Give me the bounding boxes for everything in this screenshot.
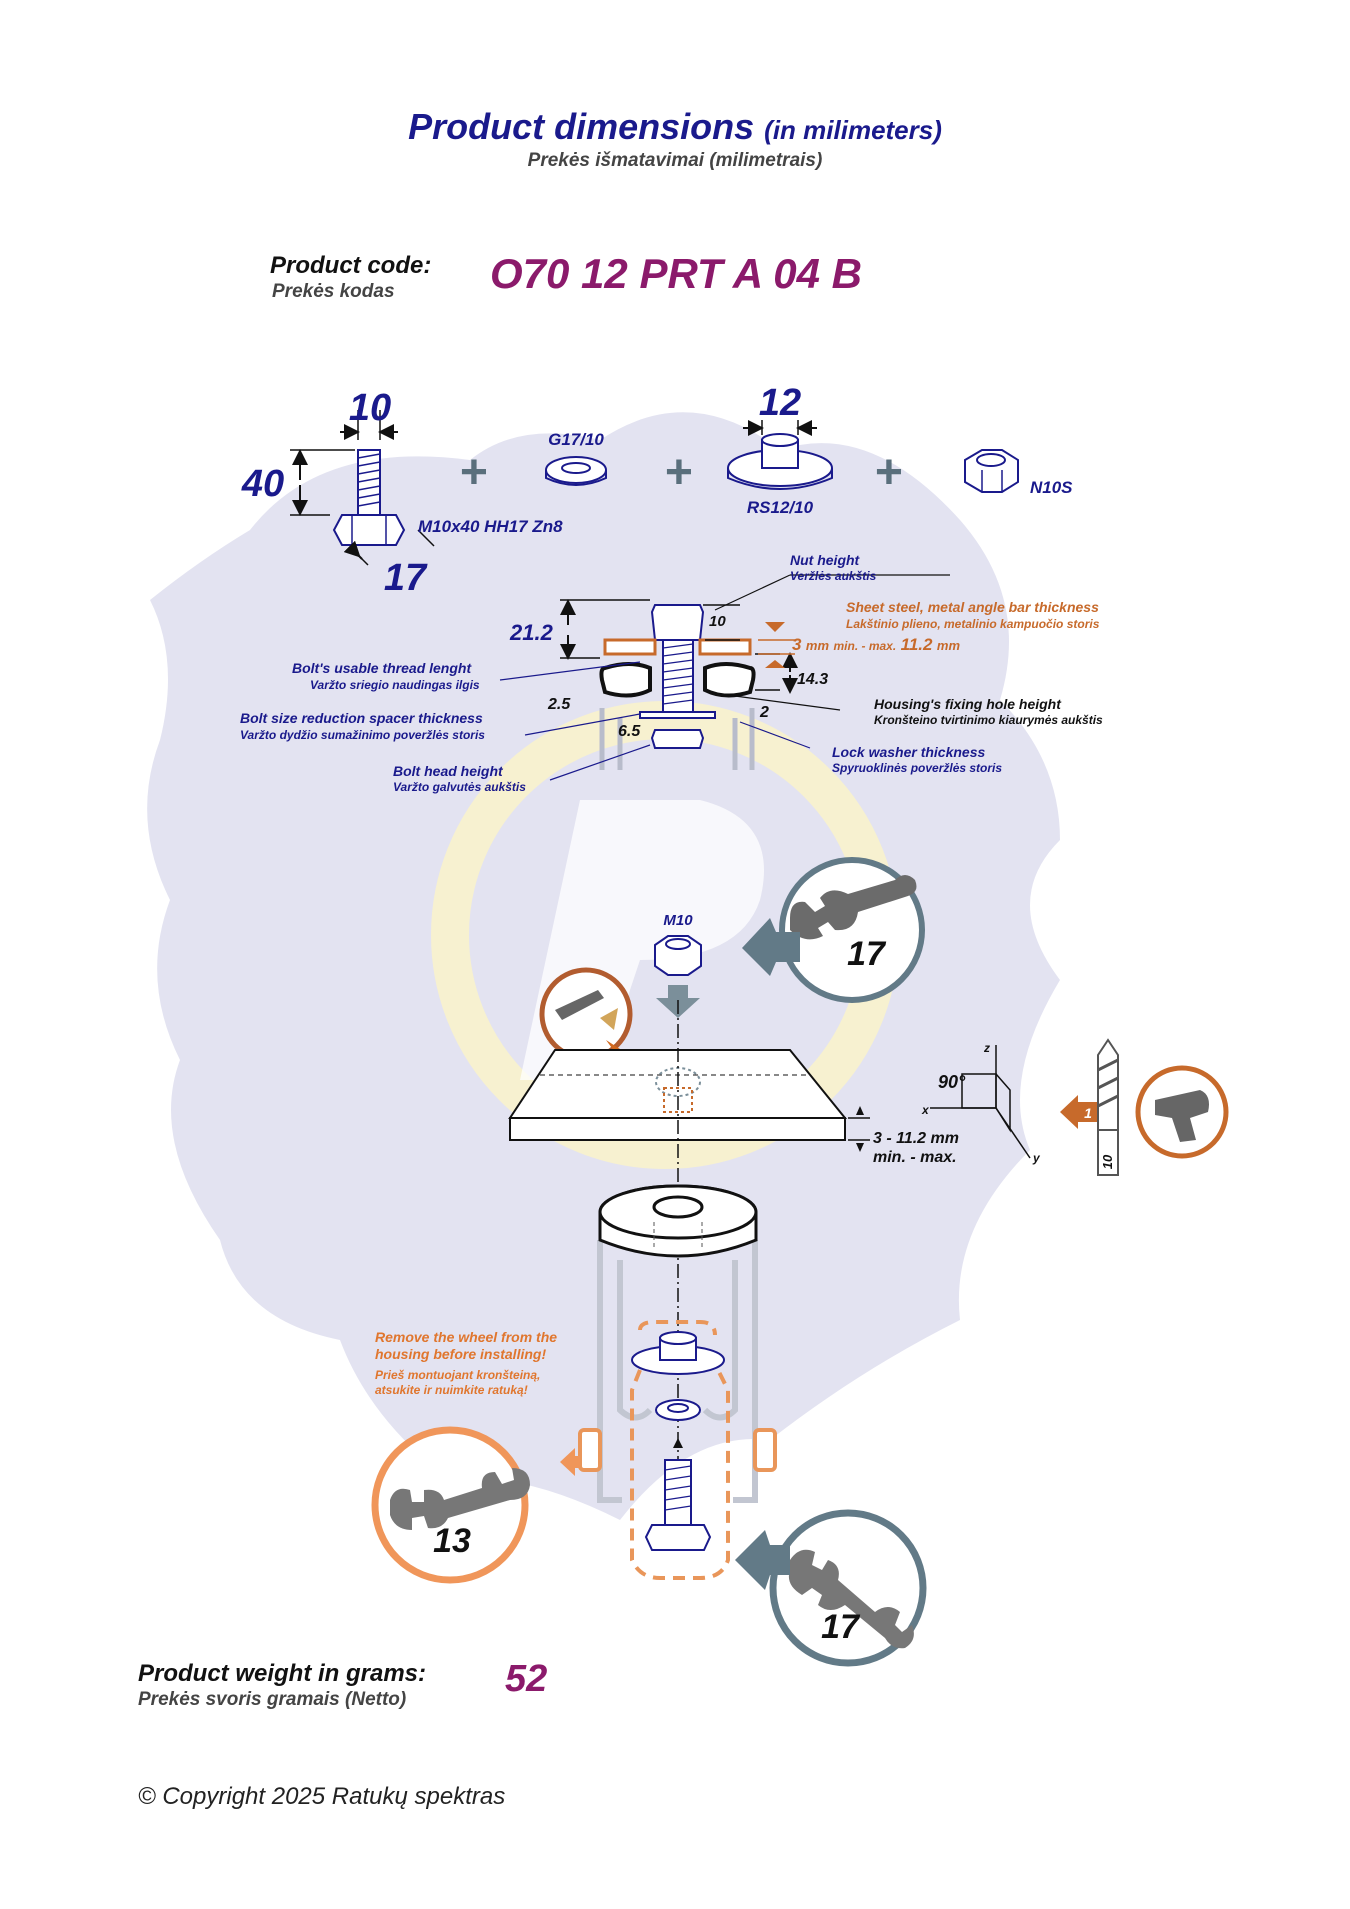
sheet-steel-label: Sheet steel, metal angle bar thickness — [846, 599, 1099, 615]
bolt-head-label-lt: Varžto galvutės aukštis — [393, 780, 526, 794]
lock-washer-label: Lock washer thickness — [832, 744, 986, 760]
weight-sublabel: Prekės svoris gramais (Netto) — [138, 1689, 407, 1710]
sheet-unit-1: mm — [806, 638, 830, 653]
thread-label-lt: Varžto sriegio naudingas ilgis — [310, 678, 480, 692]
sheet-steel-label-lt: Lakštinio plieno, metalinio kampuočio st… — [846, 617, 1100, 631]
bolt-diameter-dim: 10 — [349, 387, 391, 429]
bolt-length-dim: 40 — [241, 463, 284, 505]
bolt-head-dim: 17 — [384, 557, 428, 599]
nut-height-label-lt: Veržlės aukštis — [790, 569, 877, 583]
mounting-plate — [508, 1000, 870, 1540]
axis-z-label: z — [983, 1041, 990, 1055]
assembly-nut — [654, 935, 702, 976]
nut-name: N10S — [1030, 478, 1073, 497]
product-code-label: Product code: — [270, 252, 432, 279]
weight-label: Product weight in grams: — [138, 1660, 427, 1687]
sheet-steel-range: 3 mm min. - max. 11.2 mm — [792, 635, 960, 654]
wrench-17-top-icon — [742, 857, 925, 1003]
washer-component — [727, 420, 833, 490]
page-subtitle: Prekės išmatavimai (milimetrais) — [527, 150, 823, 171]
spacer-label: Bolt size reduction spacer thickness — [240, 710, 483, 726]
lock-washer-name: G17/10 — [548, 430, 604, 449]
bolt-component — [290, 410, 435, 566]
drill-icon — [1135, 1065, 1229, 1159]
wrench-top-size: 17 — [847, 935, 887, 973]
warning-en-line2: housing before installing! — [375, 1346, 546, 1362]
lock-washer-dim: 2 — [759, 704, 769, 721]
lock-washer-component — [545, 456, 607, 486]
plus-sign-3: + — [874, 446, 902, 499]
nut-height-label: Nut height — [790, 552, 861, 568]
step-arrow-icon — [1060, 1095, 1100, 1129]
assembly-nut-label: M10 — [663, 912, 693, 929]
cross-section-drawing — [499, 574, 950, 781]
sheet-min-max-text: min. - max. — [834, 639, 897, 653]
wrench-left-size: 13 — [433, 1522, 471, 1560]
wrench-bottom-size: 17 — [821, 1608, 861, 1646]
spacer-label-lt: Varžto dydžio sumažinimo poveržlės stori… — [240, 728, 485, 742]
warning-en-line1: Remove the wheel from the — [375, 1329, 557, 1345]
axis-y-label: y — [1032, 1151, 1041, 1165]
plate-range-sub: min. - max. — [873, 1149, 957, 1166]
total-height-dim: 21.2 — [509, 620, 554, 645]
wrench-17-bottom-icon — [735, 1509, 927, 1667]
title-unit: (in milimeters) — [764, 115, 942, 145]
page-title: Product dimensions (in milimeters) — [0, 106, 1350, 148]
drill-bit-icon — [1097, 1038, 1119, 1176]
angle-label: 90° — [938, 1072, 966, 1092]
plus-sign-1: + — [459, 446, 487, 499]
warning-lt-line1: Prieš montuojant kronšteiną, — [375, 1368, 540, 1382]
housing-assembly — [578, 1184, 777, 1580]
sheet-unit-2: mm — [937, 638, 961, 653]
step-number: 1 — [1084, 1105, 1092, 1121]
bolt-name: M10x40 HH17 Zn8 — [418, 517, 563, 536]
title-text: Product dimensions — [408, 106, 755, 147]
washer-diameter-dim: 12 — [759, 382, 801, 424]
bolt-head-height-dim: 6.5 — [618, 723, 641, 740]
sheet-min-value: 3 — [792, 635, 802, 654]
spacer-dim: 2.5 — [547, 696, 571, 713]
axis-x-label: x — [921, 1103, 930, 1117]
housing-hole-label-lt: Kronšteino tvirtinimo kiaurymės aukštis — [874, 713, 1103, 727]
axis-angle-diagram — [930, 1045, 1031, 1159]
thread-label: Bolt's usable thread lenght — [292, 660, 472, 676]
wrench-13-icon — [371, 1426, 580, 1584]
washer-name: RS12/10 — [747, 498, 814, 517]
bolt-head-label: Bolt head height — [393, 763, 504, 779]
lock-washer-label-lt: Spyruoklinės poveržlės storis — [832, 761, 1002, 775]
drill-size-label: 10 — [1100, 1154, 1115, 1169]
product-code-sublabel: Prekės kodas — [272, 281, 395, 302]
product-code-value: O70 12 PRT A 04 B — [490, 250, 862, 297]
plus-sign-2: + — [664, 446, 692, 499]
housing-hole-label: Housing's fixing hole height — [874, 696, 1062, 712]
warning-lt-line2: atsukite ir nuimkite ratuką! — [375, 1383, 528, 1397]
sheet-max-value: 11.2 — [901, 635, 933, 654]
housing-hole-dim: 14.3 — [797, 671, 828, 688]
copyright-text: © Copyright 2025 Ratukų spektras — [138, 1783, 506, 1810]
plate-range: 3 - 11.2 mm — [873, 1130, 959, 1147]
weight-value: 52 — [505, 1658, 548, 1700]
nut-height-dim: 10 — [709, 613, 726, 630]
nut-component — [964, 449, 1019, 493]
